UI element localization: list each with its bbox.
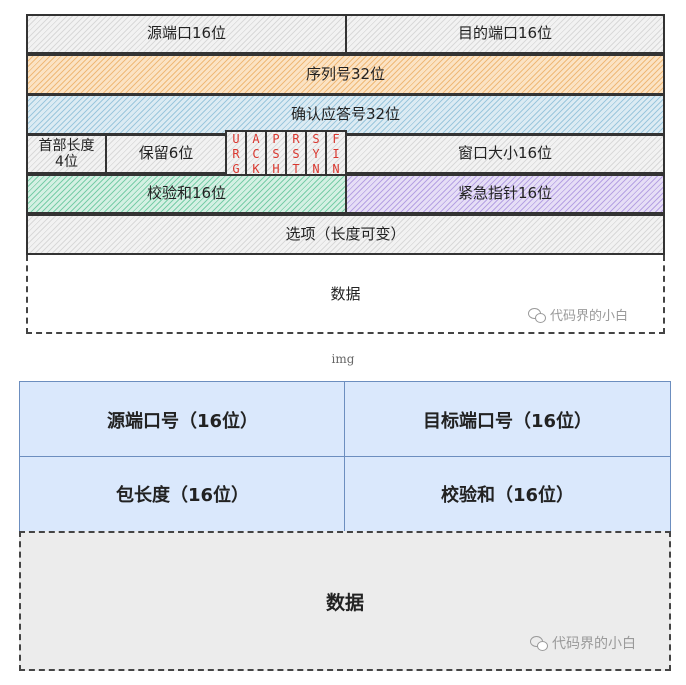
udp-data: 数据 (19, 531, 671, 671)
tcp-window-size: 窗口大小16位 (345, 134, 665, 174)
tcp-flag-letter: C (252, 147, 260, 161)
udp-watermark-text: 代码界的小白 (552, 636, 636, 652)
tcp-ack-number: 确认应答号32位 (26, 94, 665, 135)
tcp-checksum: 校验和16位 (26, 174, 347, 214)
tcp-data-label: 数据 (330, 285, 361, 303)
tcp-flag-letter: P (272, 132, 280, 146)
tcp-flag-letter: S (292, 147, 300, 161)
udp-checksum: 校验和（16位） (344, 456, 671, 532)
image-caption: img (331, 352, 355, 366)
tcp-flag-letter: R (232, 147, 240, 161)
wechat-icon (530, 636, 548, 651)
tcp-watermark-text: 代码界的小白 (550, 309, 629, 324)
tcp-watermark: 代码界的小白 (528, 305, 628, 324)
tcp-destination-port: 目的端口16位 (345, 14, 665, 54)
tcp-flag-letter: N (312, 162, 320, 176)
tcp-header-length: 首部长度 4位 (26, 134, 107, 174)
tcp-flag-letter: H (272, 162, 280, 176)
tcp-flag-letter: I (332, 147, 340, 161)
tcp-flag-letter: U (232, 132, 240, 146)
tcp-sequence-number: 序列号32位 (26, 54, 665, 95)
tcp-flag-letter: R (292, 132, 300, 146)
tcp-flag-letter: S (312, 132, 320, 146)
udp-destination-port: 目标端口号（16位） (344, 381, 671, 458)
tcp-flag-letter: A (252, 132, 260, 146)
tcp-flag-letter: K (252, 162, 260, 176)
udp-data-label: 数据 (325, 591, 364, 614)
tcp-reserved: 保留6位 (105, 134, 227, 174)
tcp-flag-letter: N (332, 162, 340, 176)
tcp-urgent-pointer: 紧急指针16位 (345, 174, 665, 214)
tcp-flag-letter: G (232, 162, 240, 176)
tcp-options: 选项（长度可变） (26, 214, 665, 255)
tcp-source-port: 源端口16位 (26, 14, 347, 54)
tcp-flag-letter: S (272, 147, 280, 161)
tcp-flag-letter: T (292, 162, 300, 176)
udp-watermark: 代码界的小白 (530, 633, 636, 653)
udp-source-port: 源端口号（16位） (19, 381, 346, 458)
udp-length: 包长度（16位） (19, 456, 346, 532)
wechat-icon (528, 307, 546, 323)
tcp-flag-letter: Y (312, 147, 320, 161)
tcp-flag-letter: F (332, 132, 340, 146)
tcp-data: 数据 (26, 255, 665, 334)
